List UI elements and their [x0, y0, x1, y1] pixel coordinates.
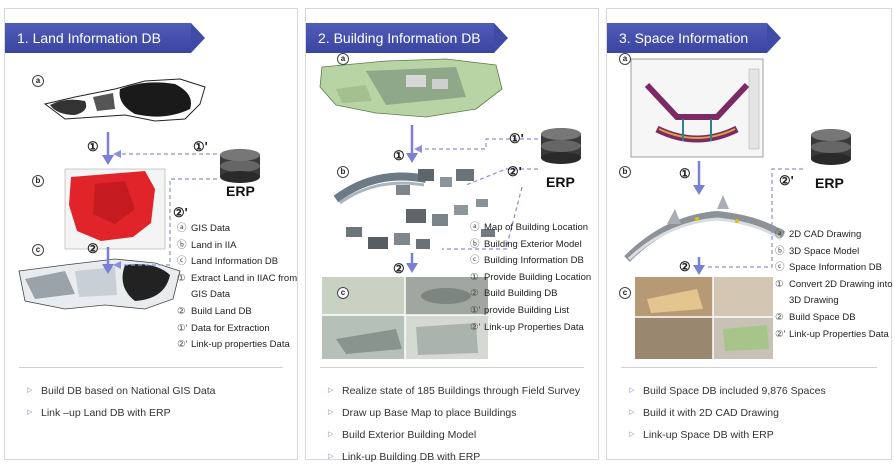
legend-item: 3D Drawing: [789, 295, 839, 307]
step-1-label: ①: [393, 148, 405, 163]
marker-c: c: [32, 244, 44, 256]
3d-space-model-image: [624, 195, 786, 262]
step-1p-label: ①': [193, 139, 208, 154]
divider: [621, 367, 877, 368]
summary-bullets: ▷Build DB based on National GIS Data ▷Li…: [27, 380, 216, 424]
triangle-bullet-icon: ▷: [27, 387, 33, 394]
marker-a: a: [32, 75, 44, 87]
triangle-bullet-icon: ▷: [328, 409, 334, 416]
dashed-link-lines: [418, 138, 538, 250]
legend-item: ②'Link-up properties Data: [177, 339, 290, 351]
summary-bullets: ▷Realize state of 185 Buildings through …: [328, 380, 580, 464]
marker-b: b: [619, 166, 631, 178]
database-icon: [811, 129, 851, 165]
bullet-item: ▷Build Space DB included 9,876 Spaces: [629, 380, 826, 402]
building-exterior-model-image: [333, 169, 495, 249]
erp-label: ERP: [226, 183, 255, 199]
triangle-bullet-icon: ▷: [629, 387, 635, 394]
summary-bullets: ▷Build Space DB included 9,876 Spaces ▷B…: [629, 380, 826, 446]
step-1p-label: ①': [509, 131, 524, 146]
bullet-item: ▷Build Exterior Building Model: [328, 424, 580, 446]
panel-building-information-db: 2. Building Information DB: [305, 8, 599, 463]
step-1-label: ①: [87, 139, 99, 154]
database-icon: [220, 149, 260, 183]
erp-label: ERP: [815, 175, 844, 191]
step-1-label: ①: [679, 166, 691, 181]
step-2-label: ②: [679, 259, 691, 274]
dashed-link-lines: [707, 168, 803, 268]
building-location-map-image: [319, 58, 503, 118]
building-diagram: [319, 58, 581, 359]
legend-item: GIS Data: [191, 289, 231, 301]
triangle-bullet-icon: ▷: [629, 431, 635, 438]
step-2p-label: ②': [779, 173, 794, 188]
triangle-bullet-icon: ▷: [328, 387, 334, 394]
land-in-iia-map-image: [64, 168, 166, 250]
triangle-bullet-icon: ▷: [629, 409, 635, 416]
cad-drawing-image: [630, 58, 764, 158]
gis-data-map-image: [43, 78, 206, 122]
panel-space-information-db: 3. Space Information DB: [606, 8, 893, 460]
flow-arrows: [693, 161, 705, 275]
marker-b: b: [32, 175, 44, 187]
marker-a: a: [337, 53, 349, 65]
space-information-db-image: [635, 277, 773, 359]
dashed-link-lines: [117, 153, 217, 266]
land-diagram: [18, 78, 260, 310]
bullet-item: ▷Link-up Space DB with ERP: [629, 424, 826, 446]
divider: [320, 367, 584, 368]
triangle-bullet-icon: ▷: [328, 453, 334, 460]
flow-arrows: [102, 132, 114, 274]
bullet-item: ▷Draw up Base Map to place Buildings: [328, 402, 580, 424]
bullet-item: ▷Link –up Land DB with ERP: [27, 402, 216, 424]
bullet-item: ▷Realize state of 185 Buildings through …: [328, 380, 580, 402]
space-diagram: [624, 58, 851, 359]
divider: [19, 367, 283, 368]
step-2-label: ②: [393, 261, 405, 276]
marker-c: c: [619, 287, 631, 299]
marker-b: b: [337, 166, 349, 178]
erp-label: ERP: [546, 174, 575, 190]
marker-c: c: [337, 287, 349, 299]
triangle-bullet-icon: ▷: [328, 431, 334, 438]
land-information-db-map-image: [18, 258, 181, 310]
triangle-bullet-icon: ▷: [27, 409, 33, 416]
panel-land-information-db: 1. Land Information DB: [4, 8, 298, 460]
step-2p-label: ②': [507, 164, 522, 179]
legend-item: ②'Link-up Properties Data: [775, 328, 889, 340]
flow-arrows: [406, 125, 418, 273]
panel-title: 1. Land Information DB: [5, 23, 205, 53]
step-2p-label: ②': [173, 205, 188, 220]
legend-item: ②'Link-up Properties Data: [470, 321, 584, 333]
building-information-db-image: [322, 277, 488, 359]
legend-item: ①'Data for Extraction: [177, 322, 270, 334]
bullet-item: ▷Link-up Building DB with ERP: [328, 446, 580, 464]
marker-a: a: [619, 53, 631, 65]
bullet-item: ▷Build DB based on National GIS Data: [27, 380, 216, 402]
bullet-item: ▷Build it with 2D CAD Drawing: [629, 402, 826, 424]
step-2-label: ②: [87, 241, 99, 256]
database-icon: [541, 128, 581, 164]
panel-title: 3. Space Information DB: [607, 23, 781, 76]
legend-item: ①'provide Building List: [470, 304, 570, 316]
panel-title: 2. Building Information DB: [306, 23, 508, 53]
